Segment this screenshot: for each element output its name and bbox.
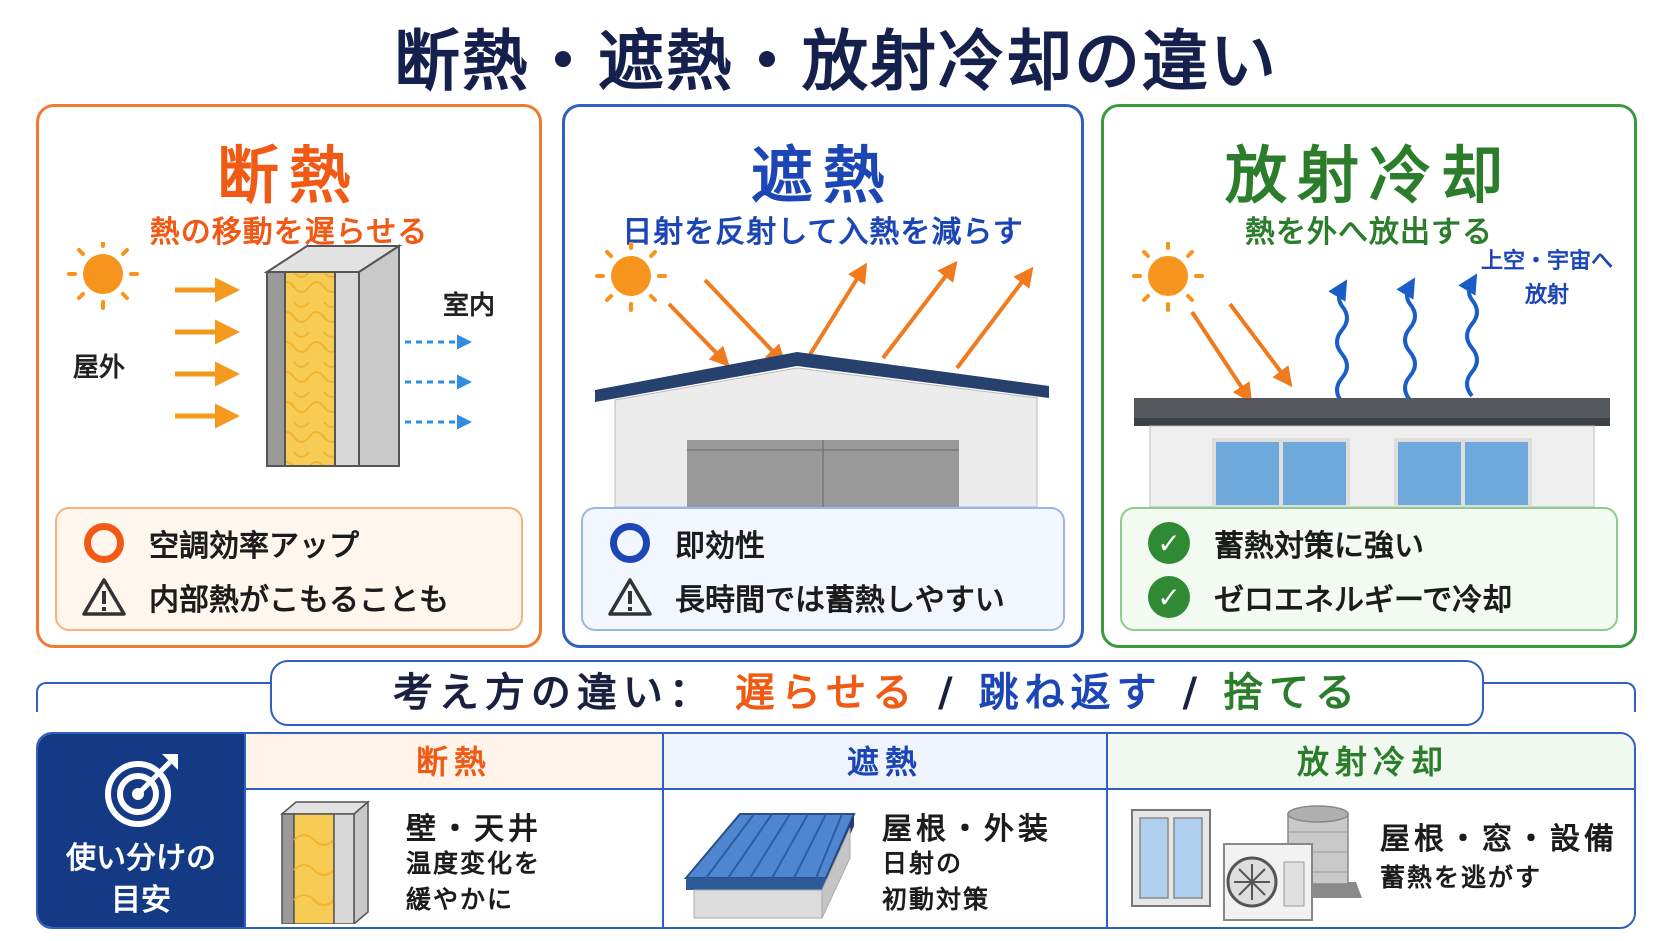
insulation-panel: 断熱 熱の移動を遅らせる bbox=[36, 104, 542, 648]
column-header: 遮熱 bbox=[664, 734, 1106, 790]
concept-band: 考え方の違い： 遅らせる / 跳ね返す / 捨てる bbox=[270, 660, 1484, 726]
usage-lead-line2: 目安 bbox=[111, 883, 171, 918]
equipment-icon bbox=[1131, 805, 1362, 921]
sun-icon bbox=[67, 242, 139, 310]
concept-label: 考え方の違い： bbox=[392, 670, 715, 716]
page-title: 断熱・遮熱・放射冷却の違い bbox=[394, 23, 1278, 100]
column-header: 断熱 bbox=[246, 734, 662, 790]
shielding-illustration bbox=[595, 242, 1049, 507]
outdoor-label: 屋外 bbox=[73, 353, 126, 383]
blue-circle-icon bbox=[610, 523, 650, 563]
usage-description: 日射の 初動対策 bbox=[882, 849, 991, 914]
insulation-title: 断熱 bbox=[216, 139, 361, 212]
radiative-points-box: ✓ 蓄熱対策に強い ✓ ゼロエネルギーで冷却 bbox=[1120, 507, 1618, 631]
building-icon bbox=[1134, 398, 1610, 507]
radiative-panel: 放射冷却 熱を外へ放出する bbox=[1101, 104, 1637, 648]
usage-description: 温度変化を 緩やかに bbox=[406, 849, 542, 914]
list-item: 長時間では蓄熱しやすい bbox=[607, 575, 1005, 619]
heat-radiation-arrows bbox=[1328, 273, 1479, 404]
radiative-illustration bbox=[1132, 242, 1610, 507]
list-item: ✓ 蓄熱対策に強い bbox=[1146, 521, 1424, 565]
concept-separator: / bbox=[938, 670, 959, 716]
list-item: 空調効率アップ bbox=[81, 521, 359, 565]
target-icon bbox=[105, 754, 178, 827]
shielding-panel: 遮熱 日射を反射して入熱を減らす bbox=[562, 104, 1084, 648]
shielding-subtitle: 日射を反射して入熱を減らす bbox=[622, 215, 1024, 250]
list-item: 内部熱がこもることも bbox=[81, 575, 449, 619]
insulation-subtitle: 熱の移動を遅らせる bbox=[149, 215, 429, 250]
usage-column-insulation: 断熱 壁・天井 温度変化を 緩やかに bbox=[244, 734, 662, 927]
usage-target: 屋根・外装 bbox=[882, 812, 1052, 847]
sky-label: 上空・宇宙へ 放射 bbox=[1480, 249, 1613, 308]
heat-arrows bbox=[175, 277, 240, 429]
usage-description: 蓄熱を逃がす bbox=[1380, 863, 1543, 892]
check-icon: ✓ bbox=[1148, 576, 1190, 618]
metal-roof-icon bbox=[683, 813, 856, 919]
concept-delay: 遅らせる bbox=[734, 670, 919, 716]
shielding-points-box: 即効性 長時間では蓄熱しやすい bbox=[581, 507, 1065, 631]
radiative-subtitle: 熱を外へ放出する bbox=[1245, 215, 1493, 250]
usage-lead-line1: 使い分けの bbox=[66, 841, 216, 876]
insulation-points-box: 空調効率アップ 内部熱がこもることも bbox=[55, 507, 523, 631]
warning-icon bbox=[82, 578, 126, 616]
orange-circle-icon bbox=[84, 523, 124, 563]
list-item: 即効性 bbox=[607, 521, 765, 565]
concept-bounce: 跳ね返す bbox=[978, 670, 1163, 716]
check-icon: ✓ bbox=[1148, 522, 1190, 564]
window-icon bbox=[1131, 809, 1211, 907]
list-item: ✓ ゼロエネルギーで冷却 bbox=[1146, 575, 1512, 619]
shielding-title: 遮熱 bbox=[750, 139, 895, 212]
indoor-label: 室内 bbox=[443, 291, 496, 321]
reflection-arrows bbox=[667, 260, 1034, 370]
usage-lead: 使い分けの 目安 bbox=[38, 734, 244, 927]
usage-table: 使い分けの 目安 断熱 壁・天井 温度変化を 緩やかに 遮熱 bbox=[36, 732, 1636, 929]
usage-target: 屋根・窓・設備 bbox=[1380, 822, 1618, 857]
indoor-arrows bbox=[405, 334, 472, 430]
insulation-illustration bbox=[67, 242, 472, 467]
sunlight-arrows bbox=[1190, 302, 1293, 404]
column-header: 放射冷却 bbox=[1108, 734, 1634, 790]
sun-icon bbox=[595, 242, 667, 312]
wall-icon bbox=[279, 800, 371, 924]
insulated-wall-icon bbox=[263, 244, 403, 467]
sun-icon bbox=[1132, 242, 1204, 312]
usage-target: 壁・天井 bbox=[406, 812, 542, 847]
usage-column-shielding: 遮熱 屋根・外装 日射の 初動対策 bbox=[662, 734, 1106, 927]
warning-icon bbox=[608, 578, 652, 616]
air-conditioner-icon bbox=[1223, 843, 1313, 921]
building-icon bbox=[595, 352, 1049, 507]
concept-separator: / bbox=[1182, 670, 1204, 716]
usage-column-radiative: 放射冷却 bbox=[1106, 734, 1634, 927]
concept-discard: 捨てる bbox=[1223, 670, 1362, 716]
radiative-title: 放射冷却 bbox=[1224, 139, 1513, 212]
